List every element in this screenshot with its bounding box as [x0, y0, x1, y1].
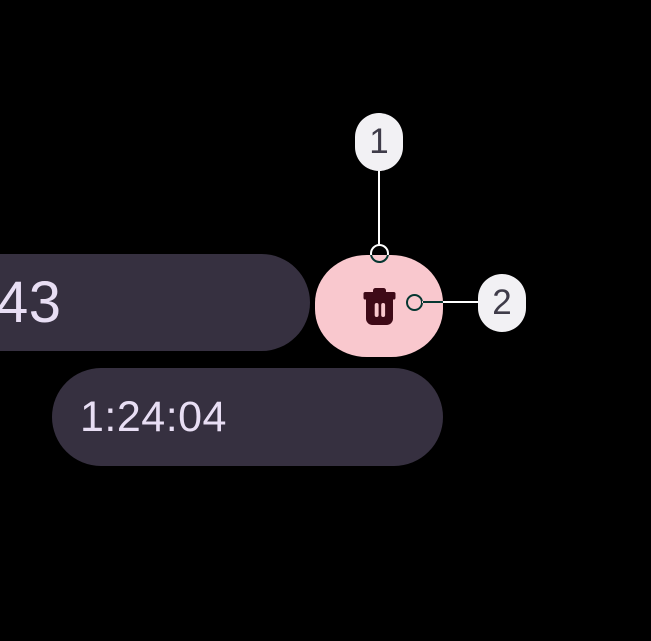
callout-1-badge: 1	[355, 113, 403, 171]
lap-time-pill: 1:24:04	[52, 368, 443, 466]
trash-icon	[363, 287, 396, 325]
callout-2-line	[422, 301, 478, 303]
callout-2-label: 2	[492, 283, 512, 322]
callout-2-badge: 2	[478, 274, 526, 332]
elapsed-time-pill: 43	[0, 254, 310, 351]
callout-1-ring	[370, 243, 389, 263]
callout-2-ring	[405, 293, 423, 311]
callout-1-line	[377, 171, 380, 244]
delete-button[interactable]	[315, 255, 443, 357]
callout-1-label: 1	[369, 122, 389, 161]
elapsed-time-value: 43	[0, 270, 62, 335]
lap-time-value: 1:24:04	[80, 392, 227, 441]
